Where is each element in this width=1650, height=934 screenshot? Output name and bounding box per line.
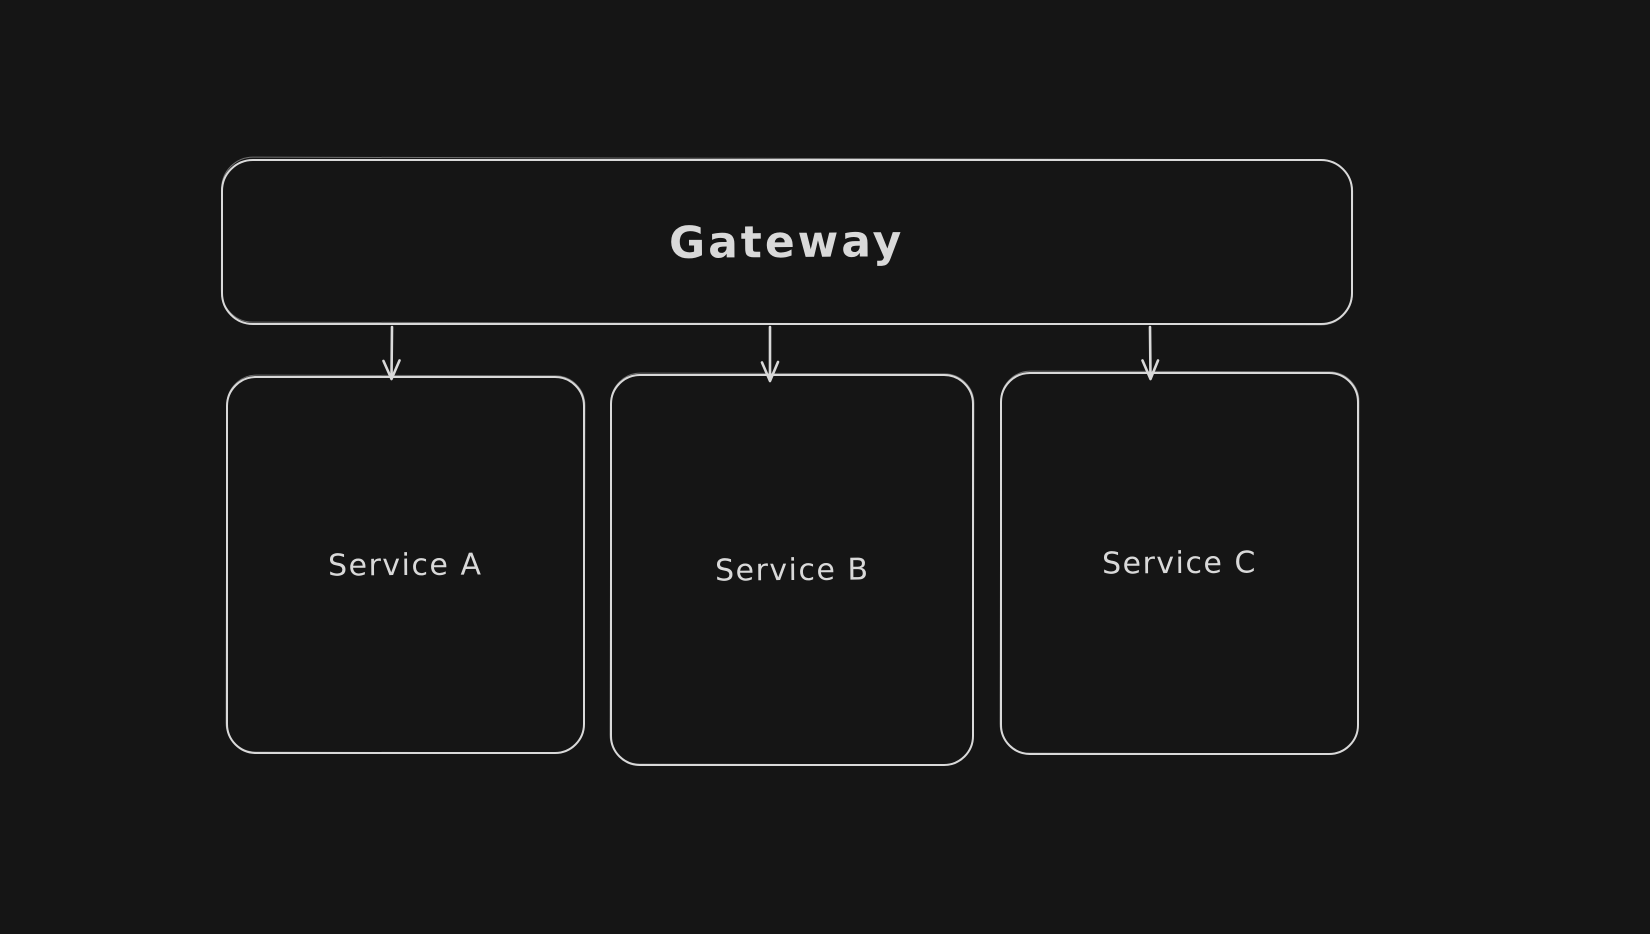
gateway-label: Gateway bbox=[669, 215, 905, 269]
service-a-label: Service A bbox=[328, 546, 483, 584]
node-service-a[interactable]: Service A bbox=[226, 376, 585, 754]
arrow-gateway-to-service-a[interactable] bbox=[382, 325, 401, 381]
node-gateway[interactable]: Gateway bbox=[221, 159, 1353, 325]
arrow-gateway-to-service-b[interactable] bbox=[760, 325, 780, 383]
service-c-label: Service C bbox=[1101, 545, 1258, 582]
service-b-label: Service B bbox=[714, 551, 870, 589]
node-service-c[interactable]: Service C bbox=[1000, 372, 1359, 755]
node-service-b[interactable]: Service B bbox=[610, 374, 974, 766]
